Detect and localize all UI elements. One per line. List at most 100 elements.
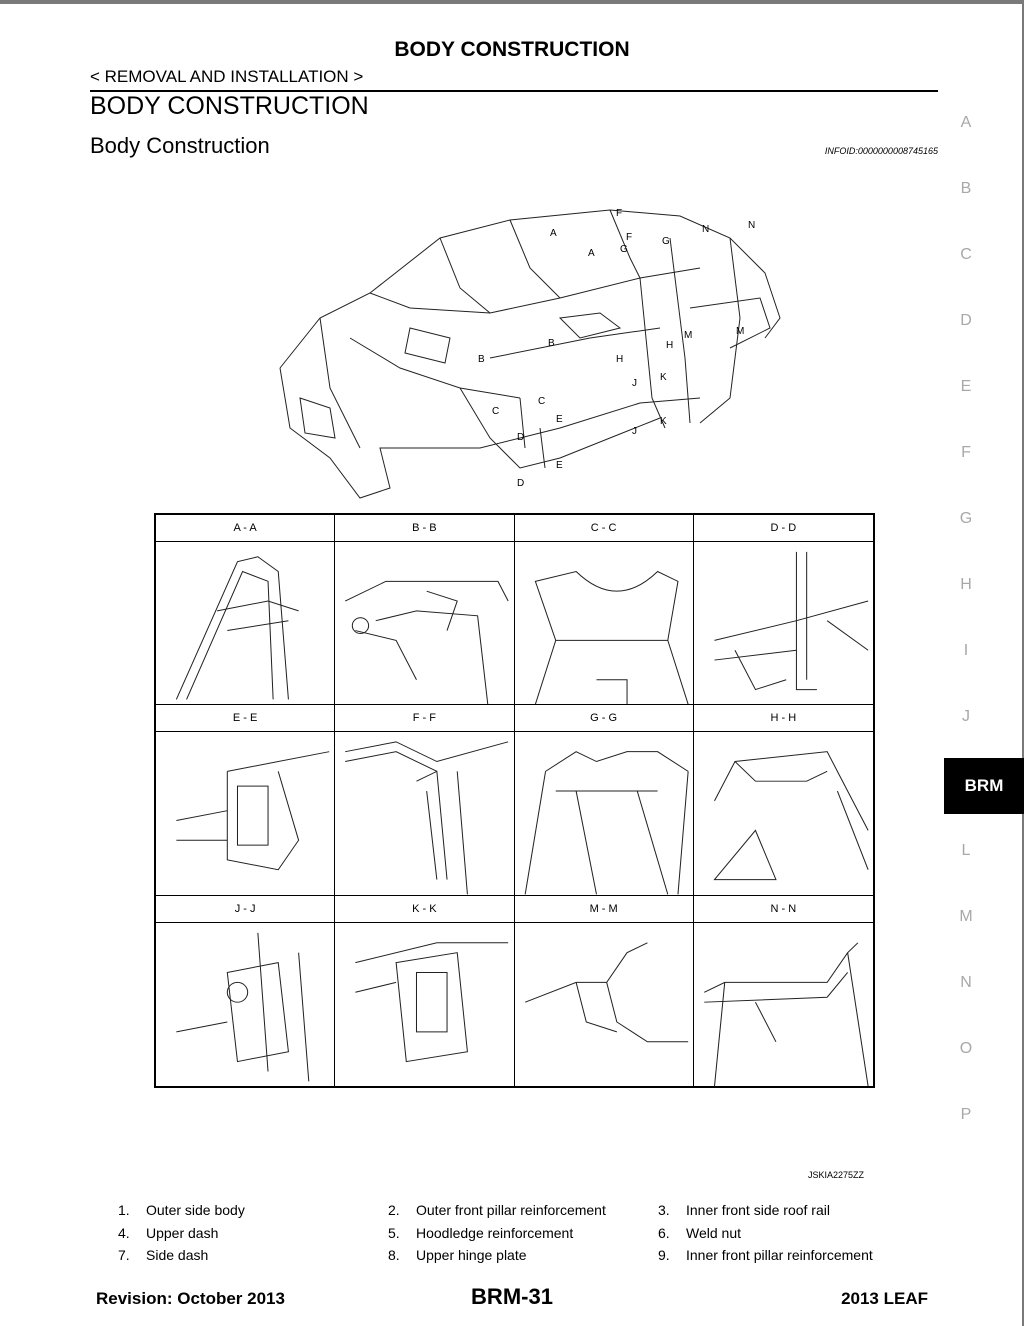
section-marker-n-2: N	[748, 220, 756, 231]
page-header-title: BODY CONSTRUCTION	[394, 38, 630, 61]
index-tab-m[interactable]: M	[959, 908, 973, 925]
section-drawing	[515, 542, 693, 705]
footer-revision: Revision: October 2013	[96, 1289, 285, 1308]
section-marker-c-2: C	[538, 396, 546, 407]
index-tab-f[interactable]: F	[961, 444, 971, 461]
section-marker-c: C	[492, 406, 500, 417]
section-label: M - M	[514, 896, 693, 923]
index-tab-brm[interactable]: BRM	[944, 758, 1024, 814]
part-name: Outer front pillar reinforcement	[416, 1202, 606, 1218]
section-title: BODY CONSTRUCTION	[90, 92, 369, 120]
part-name: Upper dash	[146, 1225, 219, 1241]
section-drawing	[335, 923, 513, 1086]
section-label: D - D	[693, 515, 873, 542]
index-tab-a[interactable]: A	[960, 114, 972, 131]
index-tab-d[interactable]: D	[960, 312, 972, 329]
section-label: J - J	[156, 896, 335, 923]
index-tab-n[interactable]: N	[960, 974, 972, 991]
section-marker-d: D	[517, 432, 525, 443]
section-marker-e-2: E	[556, 460, 563, 471]
section-cell-m: M - M	[514, 895, 694, 1086]
index-tab-c[interactable]: C	[960, 246, 972, 263]
section-cell-h: H - H	[693, 705, 873, 896]
part-item: 9. Inner front pillar reinforcement	[658, 1247, 873, 1263]
part-item: 5.Hoodledge reinforcement	[388, 1225, 573, 1241]
part-item: 3. Inner front side roof rail	[658, 1202, 830, 1218]
section-cell-j: J - J	[156, 895, 336, 1086]
section-label: H - H	[693, 705, 873, 733]
section-views-grid: A - A B - B C - C D - D	[154, 513, 875, 1088]
section-drawing	[335, 542, 513, 705]
section-cell-e: E - E	[156, 705, 336, 896]
section-cell-d: D - D	[693, 515, 873, 706]
section-drawing	[515, 923, 693, 1086]
section-drawing	[694, 732, 873, 894]
section-marker-k: K	[660, 372, 667, 383]
footer-page-number: BRM-31	[471, 1284, 553, 1309]
section-marker-j: J	[632, 378, 637, 389]
section-marker-n: N	[702, 224, 710, 235]
section-marker-e: E	[556, 414, 563, 425]
section-drawing	[335, 732, 513, 895]
part-number: 1.	[118, 1202, 130, 1218]
index-tab-j[interactable]: J	[962, 708, 970, 725]
section-drawing	[694, 542, 873, 704]
section-label: C - C	[514, 515, 693, 542]
index-tab-b[interactable]: B	[960, 180, 972, 197]
section-label: G - G	[514, 705, 693, 733]
section-label: A - A	[156, 515, 335, 542]
section-marker-m-2: M	[736, 326, 745, 337]
part-item: 7.Side dash	[118, 1247, 208, 1263]
index-tab-e[interactable]: E	[960, 378, 972, 395]
section-marker-m: M	[684, 330, 693, 341]
figure-id: JSKIA2275ZZ	[808, 1170, 865, 1180]
subsection-title: Body Construction	[90, 133, 270, 158]
section-cell-n: N - N	[693, 896, 873, 1086]
section-marker-b: B	[478, 354, 485, 365]
index-tab-p[interactable]: P	[960, 1106, 972, 1123]
section-marker-k-2: K	[660, 416, 667, 427]
section-marker-d-2: D	[517, 478, 525, 489]
part-item: 2. Outer front pillar reinforcement	[388, 1202, 606, 1218]
index-tab-o[interactable]: O	[959, 1040, 973, 1057]
section-label: B - B	[335, 515, 514, 542]
section-cell-g: G - G	[514, 705, 694, 896]
part-number: 8.	[388, 1247, 400, 1263]
section-marker-a-2: A	[588, 248, 595, 259]
section-cell-c: C - C	[514, 515, 694, 706]
section-label: E - E	[156, 705, 335, 733]
part-name: Inner front side roof rail	[686, 1202, 830, 1218]
section-label: N - N	[693, 896, 873, 923]
part-item: 8.Upper hinge plate	[388, 1247, 527, 1263]
section-marker-a: A	[550, 228, 557, 239]
part-number: 3.	[658, 1202, 670, 1218]
index-tab-i[interactable]: I	[963, 642, 969, 659]
info-id: INFOID:0000000008745165	[824, 146, 938, 156]
body-overview-drawing: A A B B C C D D E E F F G G H H J J K K …	[260, 198, 800, 503]
page-frame-top	[0, 0, 1024, 4]
index-tab-g[interactable]: G	[959, 510, 973, 527]
part-item: 4. Upper dash	[118, 1225, 218, 1241]
section-cell-b: B - B	[335, 515, 515, 706]
part-name: Hoodledge reinforcement	[416, 1225, 574, 1241]
section-marker-g-2: G	[662, 236, 670, 247]
page-frame-right	[1022, 0, 1024, 1326]
index-tab-h[interactable]: H	[960, 576, 972, 593]
part-number: 9.	[658, 1247, 670, 1263]
section-marker-f-2: F	[626, 232, 633, 243]
part-name: Weld nut	[686, 1225, 741, 1241]
part-number: 2.	[388, 1202, 400, 1218]
section-marker-h: H	[616, 354, 624, 365]
footer-model: 2013 LEAF	[841, 1289, 928, 1308]
index-tab-l[interactable]: L	[961, 842, 971, 859]
part-name: Outer side body	[146, 1202, 245, 1218]
page-header-subtitle: < REMOVAL AND INSTALLATION >	[90, 67, 364, 86]
part-item: 1. Outer side body	[118, 1202, 245, 1218]
header-divider	[90, 90, 938, 92]
section-cell-k: K - K	[335, 895, 515, 1086]
part-name: Inner front pillar reinforcement	[686, 1247, 873, 1263]
part-number: 4.	[118, 1225, 130, 1241]
section-marker-g: G	[620, 244, 628, 255]
section-cell-f: F - F	[335, 705, 515, 896]
body-overview-svg	[279, 209, 781, 499]
